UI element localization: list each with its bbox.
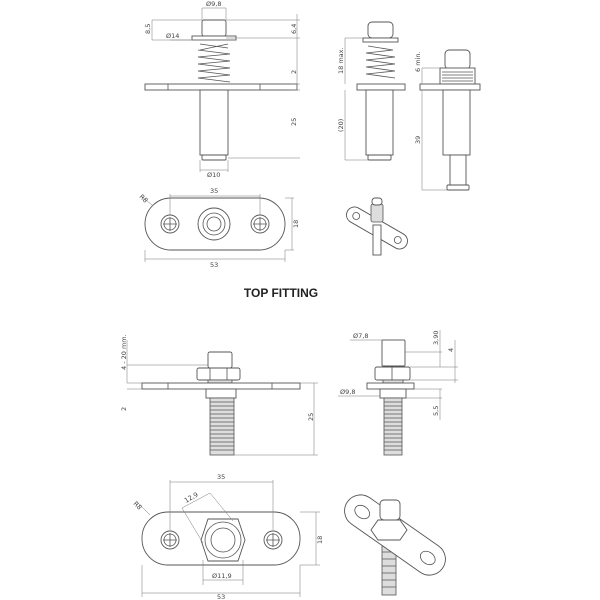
dim-shaft-length: 25 [290, 118, 298, 126]
dim-shaft-diameter: Ø10 [207, 171, 220, 179]
dim-hole-spacing: 35 [210, 187, 218, 195]
dim-flange-diameter: Ø14 [166, 32, 179, 40]
dim-bottom-plate-thickness: 2 [120, 407, 128, 411]
bottom-front-view: 4 - 20 mm. 2 25 [120, 334, 318, 456]
dim-nut-height: 4 [447, 348, 455, 352]
top-plate-view: 35 R8 18 53 [138, 187, 300, 269]
dim-total-length: 39 [414, 136, 422, 144]
dim-collar-height: 5,5 [432, 406, 440, 416]
dim-bottom-hole-spacing: 35 [217, 473, 225, 481]
dim-width: 18 [292, 220, 300, 228]
dim-head-offset: 6,4 [290, 24, 298, 34]
top-extended-view: 6 min. 39 [414, 49, 481, 191]
bottom-isometric-view [344, 494, 446, 596]
dim-spring-travel: 18 max. [337, 47, 345, 74]
dim-head-diameter: Ø9,8 [206, 0, 221, 8]
dim-cap-diameter: Ø7,8 [353, 332, 368, 340]
bottom-side-view: Ø7,8 3,90 4 Ø9,8 5,5 [338, 330, 458, 456]
dim-length: 53 [210, 261, 218, 269]
dim-hex-diameter: Ø11,9 [212, 572, 232, 580]
dim-bottom-length: 53 [217, 593, 225, 600]
dim-cap-height: 3,90 [432, 331, 440, 345]
dim-thread-length: 25 [307, 413, 315, 421]
top-front-view: Ø9,8 8,5 Ø14 6,4 2 25 Ø10 [144, 0, 300, 179]
dim-bottom-width: 18 [316, 536, 324, 544]
dim-hex-size: 12,9 [183, 491, 200, 505]
top-isometric-spring [370, 197, 384, 223]
dim-compressed-shaft: (20) [337, 119, 345, 132]
top-isometric-view [346, 206, 408, 256]
dim-min-height: 6 min. [414, 51, 422, 72]
top-compressed-view: 18 max. (20) [337, 21, 406, 161]
dim-collar-diameter: Ø9,8 [340, 388, 355, 396]
dim-radius: R8 [138, 193, 150, 205]
bottom-plate-view: 35 12,9 R8 18 Ø11,9 53 [132, 473, 324, 600]
section-title: TOP FITTING [244, 286, 318, 300]
dim-head-height: 8,5 [144, 24, 152, 34]
dim-plate-thickness: 2 [290, 70, 298, 74]
dim-bottom-radius: R8 [132, 500, 144, 512]
dim-adjust-range: 4 - 20 mm. [120, 334, 128, 370]
